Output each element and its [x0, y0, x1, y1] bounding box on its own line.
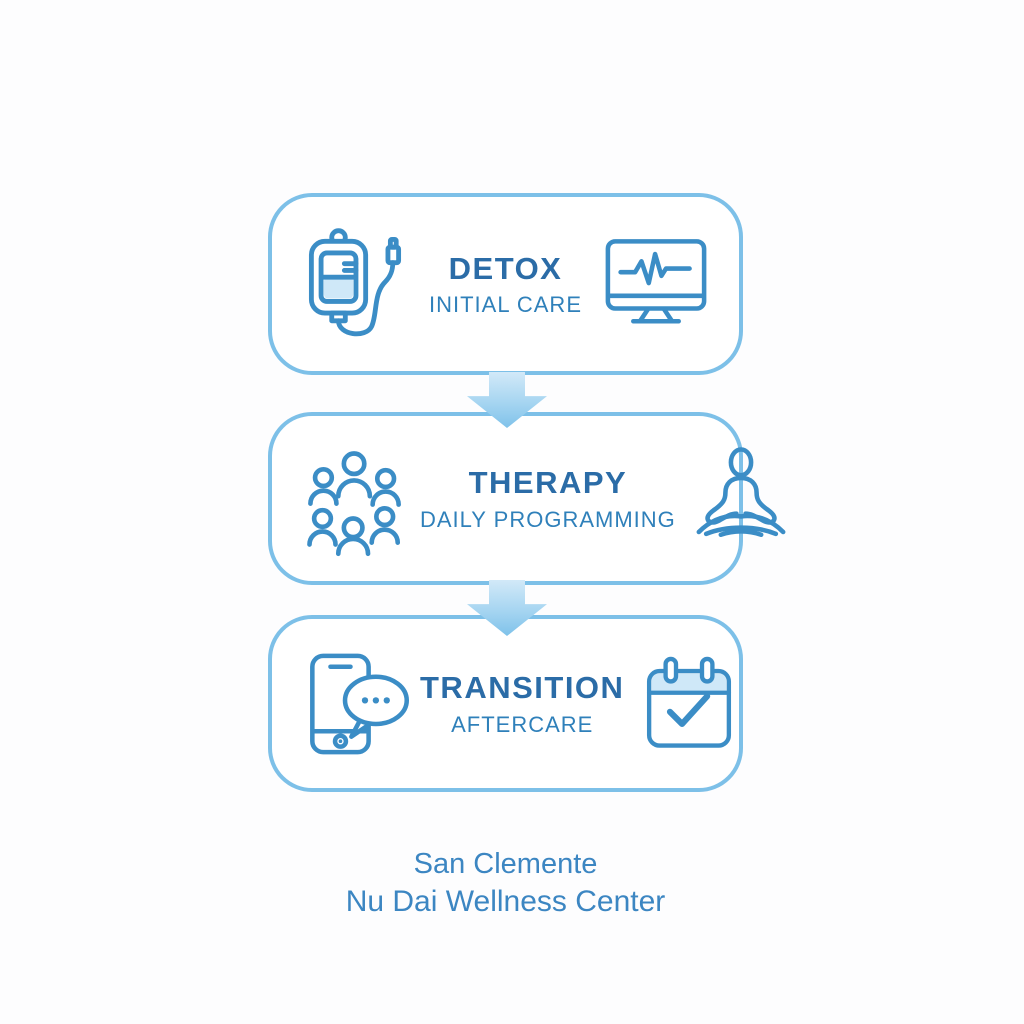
stage-box-therapy: THERAPY DAILY PROGRAMMING — [268, 412, 786, 585]
stage-title-therapy: THERAPY — [468, 465, 628, 501]
group-people-icon — [292, 440, 418, 558]
phone-chat-icon — [292, 645, 418, 763]
calendar-check-icon — [626, 650, 752, 758]
footer-location: San Clemente — [413, 848, 598, 880]
stage-subtitle-transition: AFTERCARE — [451, 711, 594, 737]
stage-text-therapy: THERAPY DAILY PROGRAMMING — [418, 465, 678, 532]
stage-subtitle-therapy: DAILY PROGRAMMING — [420, 506, 676, 532]
meditation-icon — [678, 442, 804, 556]
stage-title-transition: TRANSITION — [420, 670, 625, 706]
stage-subtitle-detox: INITIAL CARE — [429, 292, 582, 318]
footer: San Clemente Nu Dai Wellness Center — [268, 845, 743, 921]
heart-monitor-icon — [593, 234, 719, 334]
stage-box-transition: TRANSITION AFTERCARE — [268, 615, 743, 792]
stage-title-detox: DETOX — [448, 250, 563, 286]
iv-drip-icon — [292, 223, 418, 345]
footer-center-name: Nu Dai Wellness Center — [345, 885, 666, 918]
stage-box-detox: DETOX INITIAL CARE — [268, 193, 743, 375]
stage-text-detox: DETOX INITIAL CARE — [418, 251, 593, 318]
stage-text-transition: TRANSITION AFTERCARE — [418, 670, 626, 737]
